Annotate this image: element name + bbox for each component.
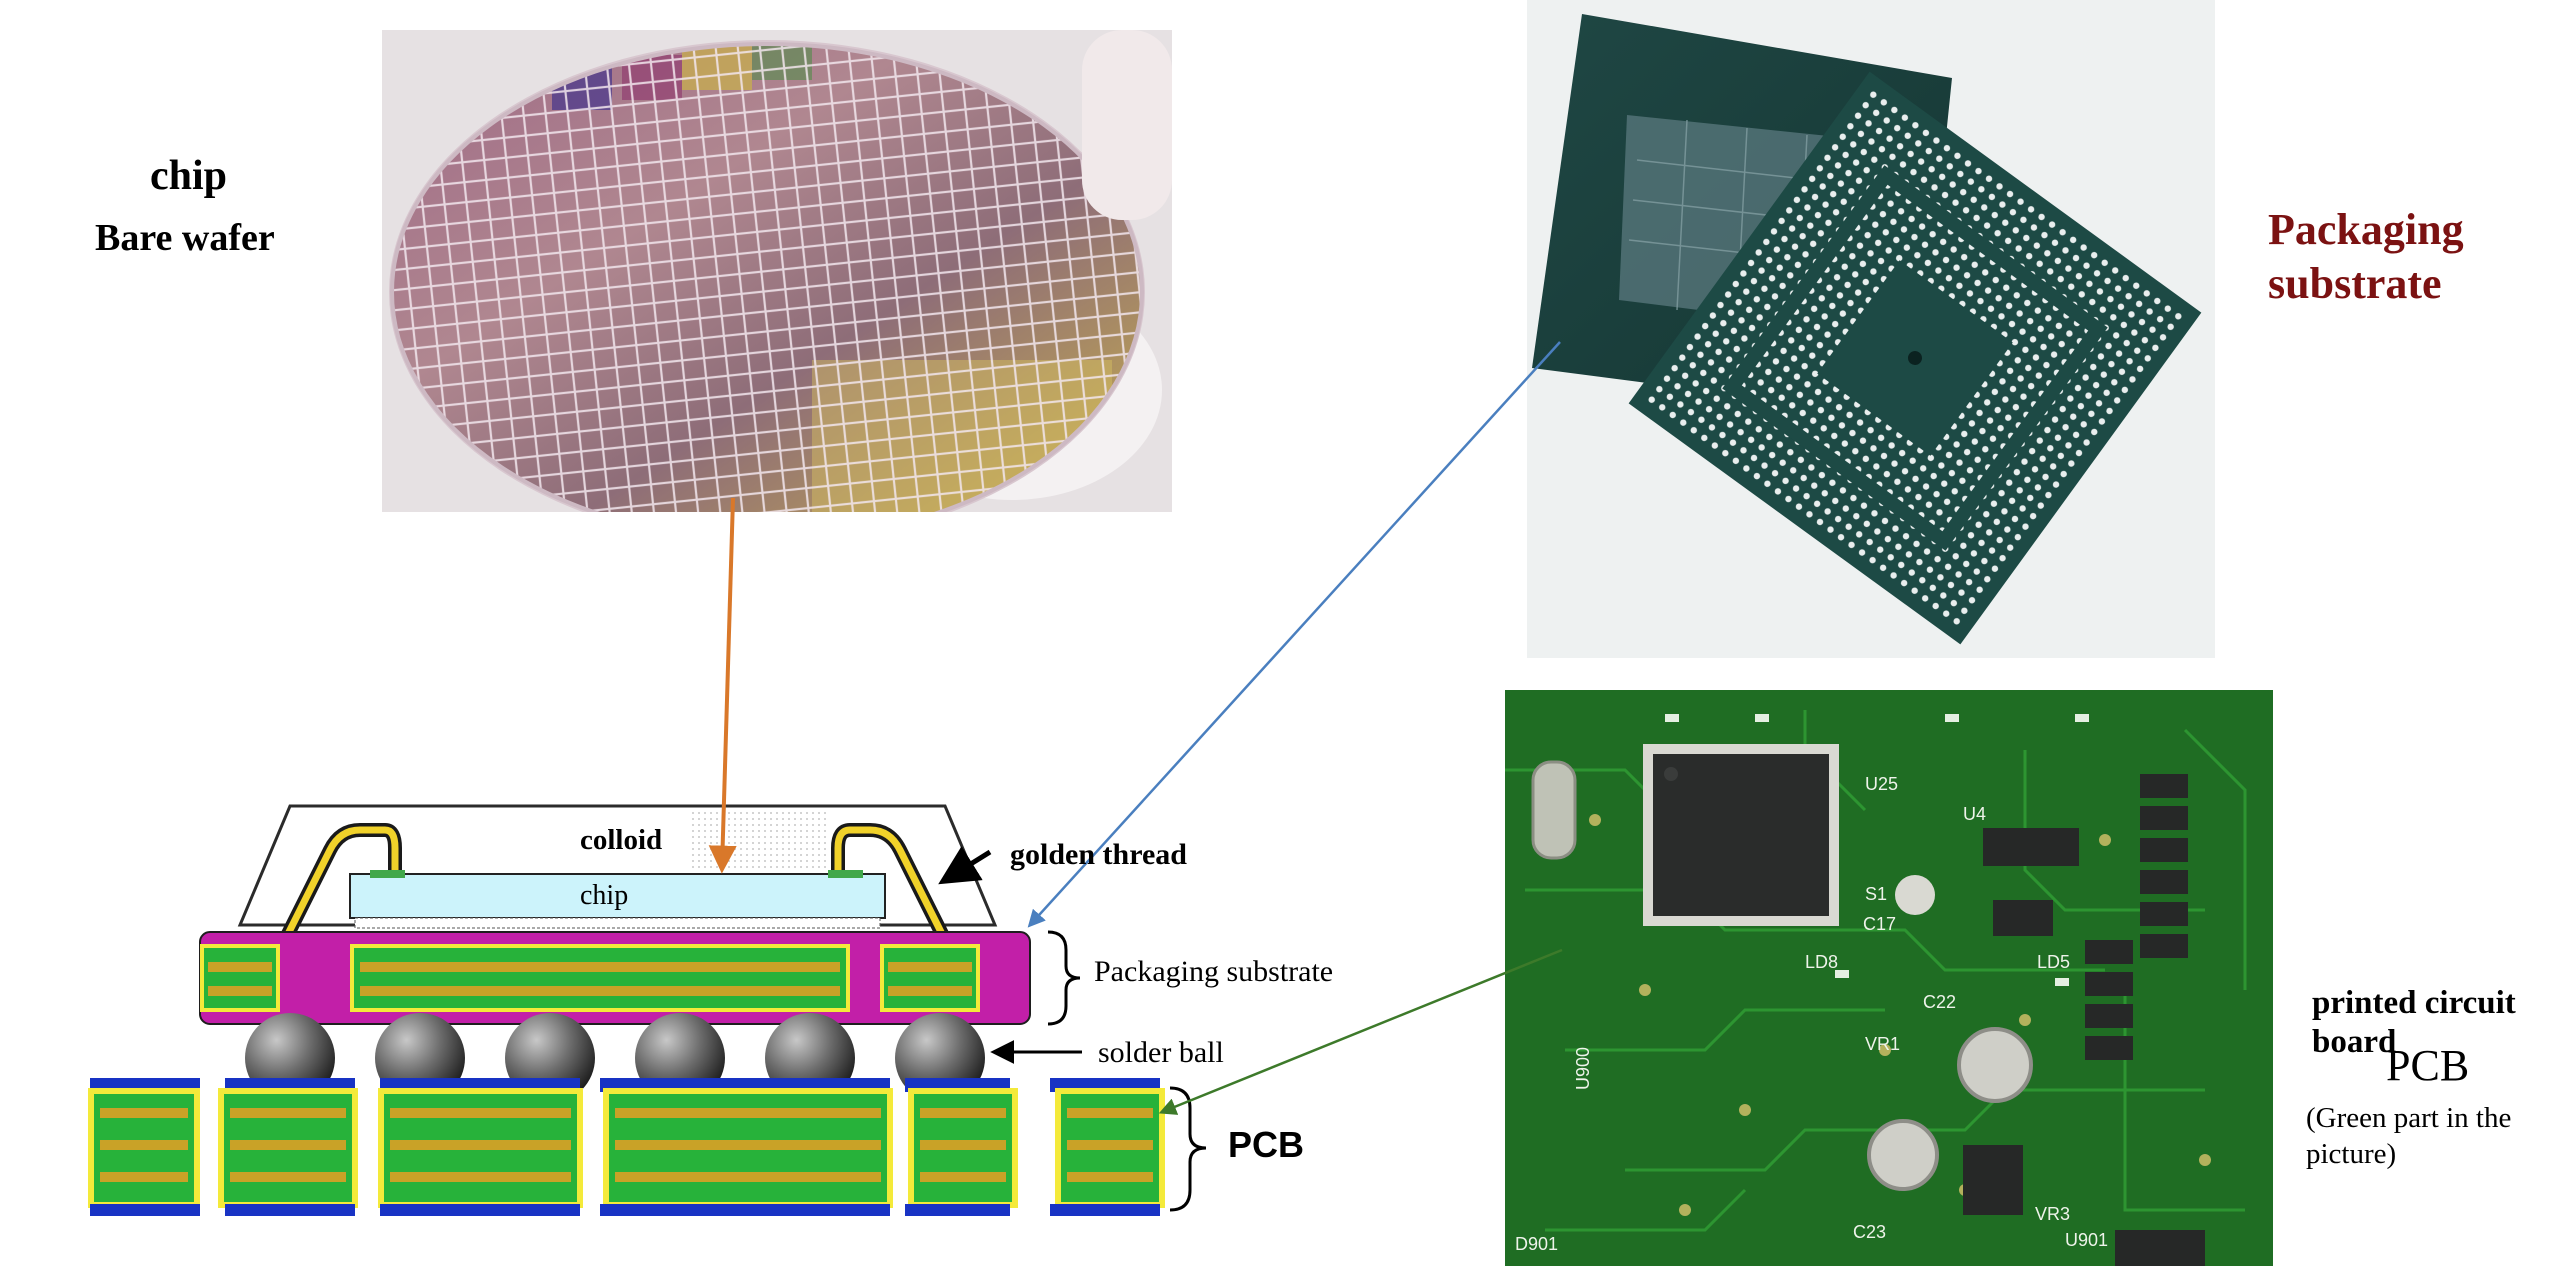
silk-c23: C23 [1853, 1222, 1886, 1242]
pcb-connector-arrow [1158, 948, 1563, 1115]
silk-vr3: VR3 [2035, 1204, 2070, 1224]
colloid-label: colloid [580, 824, 663, 856]
substrate-connector-arrow [1027, 341, 1561, 928]
pcb-heading-line1: printed circuit [2312, 985, 2516, 1021]
chip-die [349, 873, 886, 919]
golden-thread-label: golden thread [1010, 838, 1187, 871]
silk-u900: U900 [1573, 1047, 1593, 1090]
packaging-substrate-photo [1527, 0, 2215, 658]
pcb-heading-line2: board [2312, 1024, 2397, 1060]
silk-c17: C17 [1863, 914, 1896, 934]
chip-die-label: chip [580, 880, 629, 911]
pcb-brace [1169, 1086, 1207, 1212]
packaging-substrate-label: Packaging substrate [1094, 955, 1334, 988]
packaging-substrate-heading-line1: Packaging [2268, 205, 2464, 254]
golden-thread-wires [278, 823, 952, 944]
pcb-note-line2: picture) [2306, 1138, 2397, 1170]
silk-u25: U25 [1865, 774, 1898, 794]
wafer-photo [382, 30, 1172, 512]
packaging-substrate-layer [199, 931, 1031, 1025]
silk-ld8: LD8 [1805, 952, 1838, 972]
wafer-connector-arrow [708, 497, 737, 874]
substrate-brace [1047, 930, 1081, 1026]
silk-c22: C22 [1923, 992, 1956, 1012]
pcb-cross-section-label: PCB [1228, 1124, 1305, 1165]
silk-vr1: VR1 [1865, 1034, 1900, 1054]
silk-d901: D901 [1515, 1234, 1558, 1254]
solder-ball-label: solder ball [1098, 1036, 1224, 1069]
pcb-note-line1: (Green part in the [2306, 1102, 2512, 1134]
golden-thread-pointer [938, 846, 992, 885]
pcb-abbreviation: PCB [2386, 1041, 2470, 1090]
silk-ld5: LD5 [2037, 952, 2070, 972]
packaging-substrate-heading-line2: substrate [2268, 259, 2442, 308]
chip-title: chip [150, 153, 228, 199]
silk-u4: U4 [1963, 804, 1986, 824]
silk-u901: U901 [2065, 1230, 2108, 1250]
pcb-photo: U25 U4 C17 LD8 LD5 C22 VR1 VR3 C23 D901 … [1505, 690, 2273, 1266]
pcb-layer [88, 1078, 1165, 1216]
bare-wafer-label: Bare wafer [95, 217, 275, 259]
silk-s1: S1 [1865, 884, 1887, 904]
